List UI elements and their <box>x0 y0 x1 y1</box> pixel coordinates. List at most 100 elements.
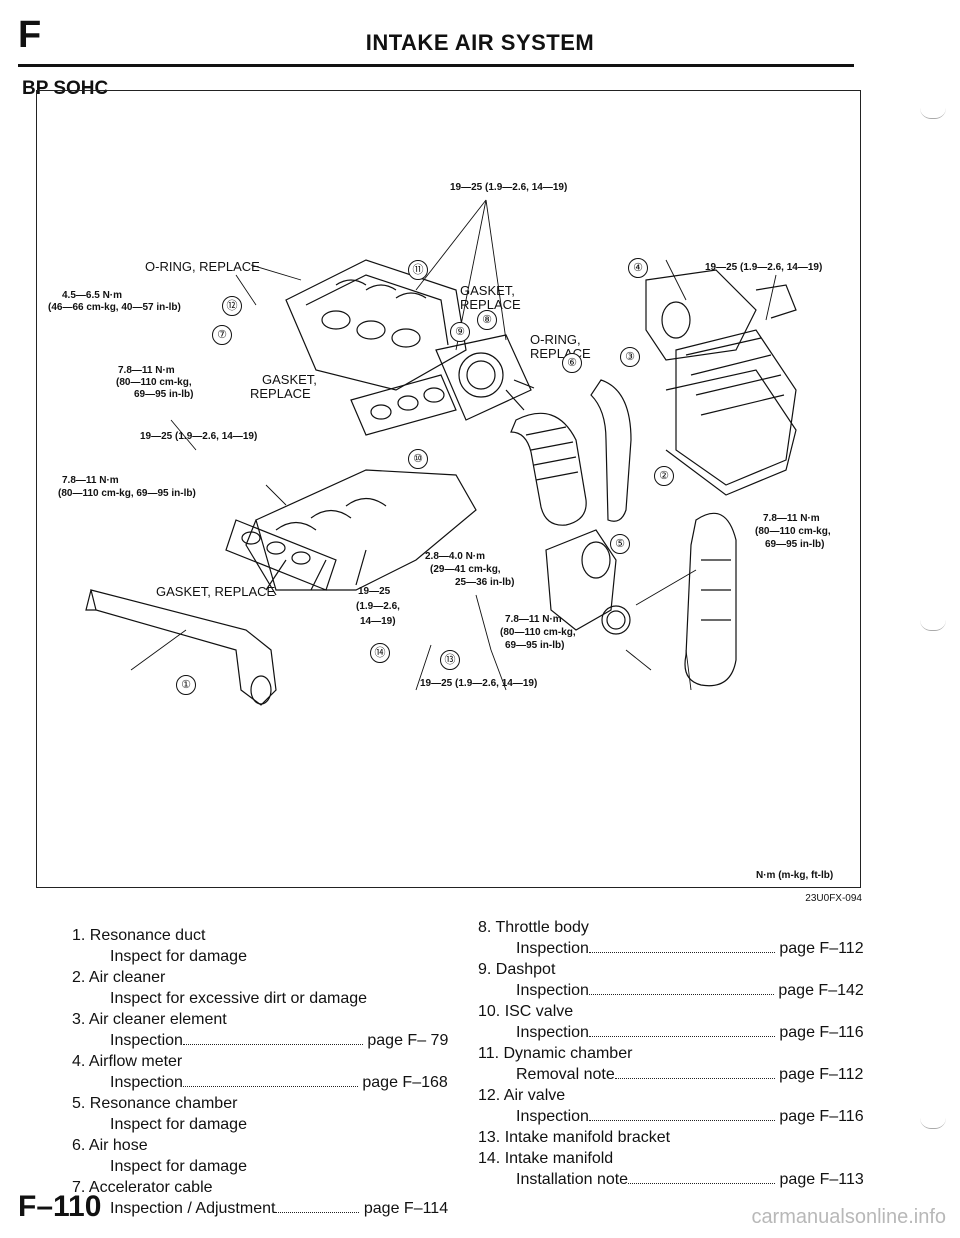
label-bottom-torque: 19—25 (1.9—2.6, 14—19) <box>420 678 538 689</box>
part-detail: Inspection page F–116 <box>478 1022 868 1043</box>
part-name: 4. Airflow meter <box>72 1053 183 1070</box>
part-detail-text: Inspection <box>516 982 589 999</box>
part-detail-text: Inspect for damage <box>110 948 247 965</box>
intake-hose-drawing <box>684 512 737 687</box>
callout-8: ⑧ <box>477 310 497 330</box>
part-name: 8. Throttle body <box>478 919 589 936</box>
edge-mark <box>920 108 946 119</box>
label-torque-28-inlb: 25—36 in-lb) <box>455 577 515 588</box>
part-name: 10. ISC valve <box>478 1003 574 1020</box>
part-detail-text: Inspect for damage <box>110 1158 247 1175</box>
section-subtitle: BP SOHC <box>22 78 109 99</box>
page-reference: page F–113 <box>775 1171 864 1188</box>
callout-7: ⑦ <box>212 325 232 345</box>
dot-leader <box>588 1036 775 1037</box>
dot-leader <box>588 994 774 995</box>
part-detail-text: Removal note <box>516 1066 615 1083</box>
label-torque-45: 4.5—6.5 N·m <box>62 290 123 301</box>
label-torque-78c-cmkg: (80—110 cm-kg, <box>755 526 831 537</box>
edge-mark <box>920 620 946 631</box>
resonance-chamber-drawing <box>545 529 631 635</box>
label-top-torque: 19—25 (1.9—2.6, 14—19) <box>450 182 568 193</box>
label-torque-45-detail: (46—66 cm-kg, 40—57 in-lb) <box>48 302 181 313</box>
label-oring-right: O-RING, <box>530 332 581 347</box>
dot-leader <box>628 1183 776 1184</box>
part-detail-text: Installation note <box>516 1171 629 1188</box>
page-reference: page F–116 <box>774 1024 864 1041</box>
label-right-torque: 19—25 (1.9—2.6, 14—19) <box>705 262 823 273</box>
figure-code: 23U0FX-094 <box>805 893 862 904</box>
label-torque-28: 2.8—4.0 N·m <box>425 551 486 562</box>
label-torque-78c: 7.8—11 N·m <box>763 513 820 524</box>
air-hose-drawing <box>510 412 587 526</box>
page-reference: page F–112 <box>774 1066 864 1083</box>
label-torque-28-cmkg: (29—41 cm-kg, <box>430 564 501 575</box>
part-detail: Removal note page F–112 <box>478 1064 868 1085</box>
label-torque-78b-detail: (80—110 cm-kg, 69—95 in-lb) <box>58 488 196 499</box>
watermark-site: carmanualsonline.info <box>751 1206 946 1228</box>
part-detail: Inspect for damage <box>72 946 452 967</box>
part-detail: Inspection page F–142 <box>478 980 868 1001</box>
label-torque-19s: 19—25 <box>358 586 391 597</box>
label-torque-78b: 7.8—11 N·m <box>62 475 119 486</box>
dynamic-chamber-drawing <box>285 259 467 391</box>
label-torque-19s-ftlb: 14—19) <box>360 616 396 627</box>
label-torque-78a-cmkg: (80—110 cm-kg, <box>116 377 192 388</box>
unit-label: N·m (m-kg, ft-lb) <box>756 870 834 881</box>
page-reference: page F–114 <box>359 1200 449 1217</box>
callout-6: ⑥ <box>562 353 582 373</box>
part-name: 12. Air valve <box>478 1087 566 1104</box>
part-detail: Inspection page F– 79 <box>72 1030 452 1051</box>
label-torque-78d-cmkg: (80—110 cm-kg, <box>500 627 576 638</box>
part-name: 13. Intake manifold bracket <box>478 1129 671 1146</box>
part-name: 2. Air cleaner <box>72 969 166 986</box>
callout-4: ④ <box>628 258 648 278</box>
callout-2: ② <box>654 466 674 486</box>
callout-1: ① <box>176 675 196 695</box>
callout-13: ⑬ <box>440 650 460 670</box>
part-name: 9. Dashpot <box>478 961 556 978</box>
dot-leader <box>588 952 775 953</box>
gasket-drawing <box>350 374 457 436</box>
dot-leader <box>275 1212 360 1213</box>
part-detail-text: Inspection <box>110 1074 183 1091</box>
part-detail: Installation note page F–113 <box>478 1169 868 1190</box>
label-gasket-bottom: GASKET, REPLACE <box>156 584 276 599</box>
page-reference: page F–116 <box>774 1108 864 1125</box>
part-detail: Inspection page F–168 <box>72 1072 452 1093</box>
label-gasket-top-replace: REPLACE <box>460 297 521 312</box>
dot-leader <box>182 1044 363 1045</box>
label-torque-78d-inlb: 69—95 in-lb) <box>505 640 565 651</box>
callout-12: ⑫ <box>222 296 242 316</box>
callout-5: ⑤ <box>610 534 630 554</box>
part-name: 1. Resonance duct <box>72 927 206 944</box>
label-oring-left: O-RING, REPLACE <box>145 259 260 274</box>
dot-leader <box>588 1120 775 1121</box>
part-detail-text: Inspection <box>516 1108 589 1125</box>
part-detail: Inspect for damage <box>72 1114 452 1135</box>
dot-leader <box>182 1086 358 1087</box>
label-torque-78a-inlb: 69—95 in-lb) <box>134 389 194 400</box>
callout-11: ⑪ <box>408 260 428 280</box>
callout-9: ⑨ <box>450 322 470 342</box>
page-number: F–110 <box>18 1190 102 1223</box>
airflow-meter-drawing <box>645 269 797 361</box>
duct-pipe-drawing <box>590 379 632 522</box>
page-reference: page F– 79 <box>362 1032 449 1049</box>
callout-14: ⑭ <box>370 643 390 663</box>
throttle-body-drawing <box>435 334 535 421</box>
part-name: 3. Air cleaner element <box>72 1011 227 1028</box>
label-gasket-top: GASKET, <box>460 283 515 298</box>
leader-lines <box>130 199 777 691</box>
part-detail-text: Inspect for excessive dirt or damage <box>110 990 368 1007</box>
part-detail: Inspection / Adjustment page F–114 <box>72 1198 452 1219</box>
intake-manifold-drawing <box>245 469 477 596</box>
page-title: INTAKE AIR SYSTEM <box>365 30 595 55</box>
part-name: 6. Air hose <box>72 1137 148 1154</box>
exploded-diagram <box>85 199 797 706</box>
exploded-diagram-frame <box>36 90 861 888</box>
label-torque-78d: 7.8—11 N·m <box>505 614 562 625</box>
page-reference: page F–168 <box>357 1074 448 1091</box>
part-detail-text: Inspection / Adjustment <box>110 1200 276 1217</box>
